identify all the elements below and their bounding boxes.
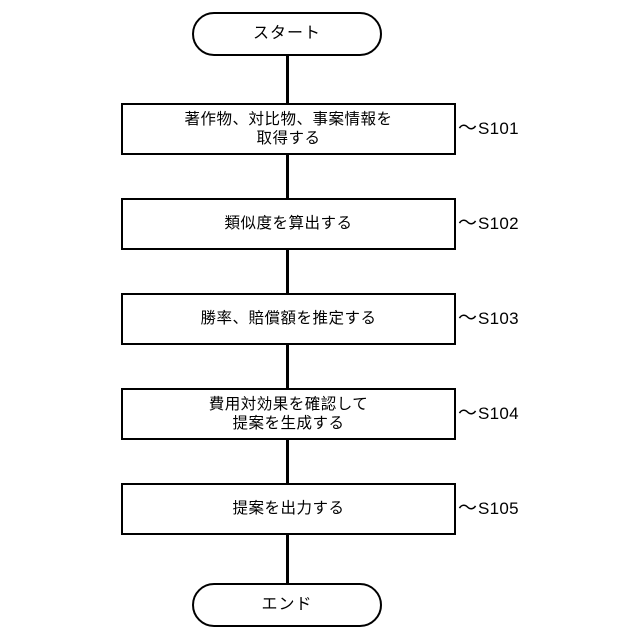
step-label-s103: 〜 S103 xyxy=(458,309,519,329)
leader-tilde-icon: 〜 xyxy=(458,212,478,234)
process-box-s102: 類似度を算出する xyxy=(121,198,456,250)
step-id-s101: S101 xyxy=(478,119,519,138)
connector-start-to-s101 xyxy=(286,56,289,103)
process-box-s103: 勝率、賠償額を推定する xyxy=(121,293,456,345)
process-label-s101: 著作物、対比物、事案情報を 取得する xyxy=(184,110,393,147)
step-id-s103: S103 xyxy=(478,309,519,328)
step-id-s104: S104 xyxy=(478,404,519,423)
step-label-s101: 〜 S101 xyxy=(458,119,519,139)
leader-tilde-icon: 〜 xyxy=(458,307,478,329)
connector-s104-to-s105 xyxy=(286,440,289,483)
step-id-s102: S102 xyxy=(478,214,519,233)
leader-tilde-icon: 〜 xyxy=(458,497,478,519)
start-terminator: スタート xyxy=(192,12,382,56)
process-box-s104: 費用対効果を確認して 提案を生成する xyxy=(121,388,456,440)
process-label-s103: 勝率、賠償額を推定する xyxy=(200,310,377,328)
step-label-s104: 〜 S104 xyxy=(458,404,519,424)
process-label-s104: 費用対効果を確認して 提案を生成する xyxy=(208,395,369,432)
end-label: エンド xyxy=(261,595,313,613)
end-terminator: エンド xyxy=(192,583,382,627)
connector-s103-to-s104 xyxy=(286,345,289,388)
start-label: スタート xyxy=(252,24,321,42)
leader-tilde-icon: 〜 xyxy=(458,117,478,139)
connector-s102-to-s103 xyxy=(286,250,289,293)
process-box-s101: 著作物、対比物、事案情報を 取得する xyxy=(121,103,456,155)
step-label-s102: 〜 S102 xyxy=(458,214,519,234)
step-label-s105: 〜 S105 xyxy=(458,499,519,519)
process-box-s105: 提案を出力する xyxy=(121,483,456,535)
step-id-s105: S105 xyxy=(478,499,519,518)
leader-tilde-icon: 〜 xyxy=(458,402,478,424)
process-label-s105: 提案を出力する xyxy=(232,500,345,518)
connector-s105-to-end xyxy=(286,535,289,583)
process-label-s102: 類似度を算出する xyxy=(224,215,353,233)
connector-s101-to-s102 xyxy=(286,155,289,198)
